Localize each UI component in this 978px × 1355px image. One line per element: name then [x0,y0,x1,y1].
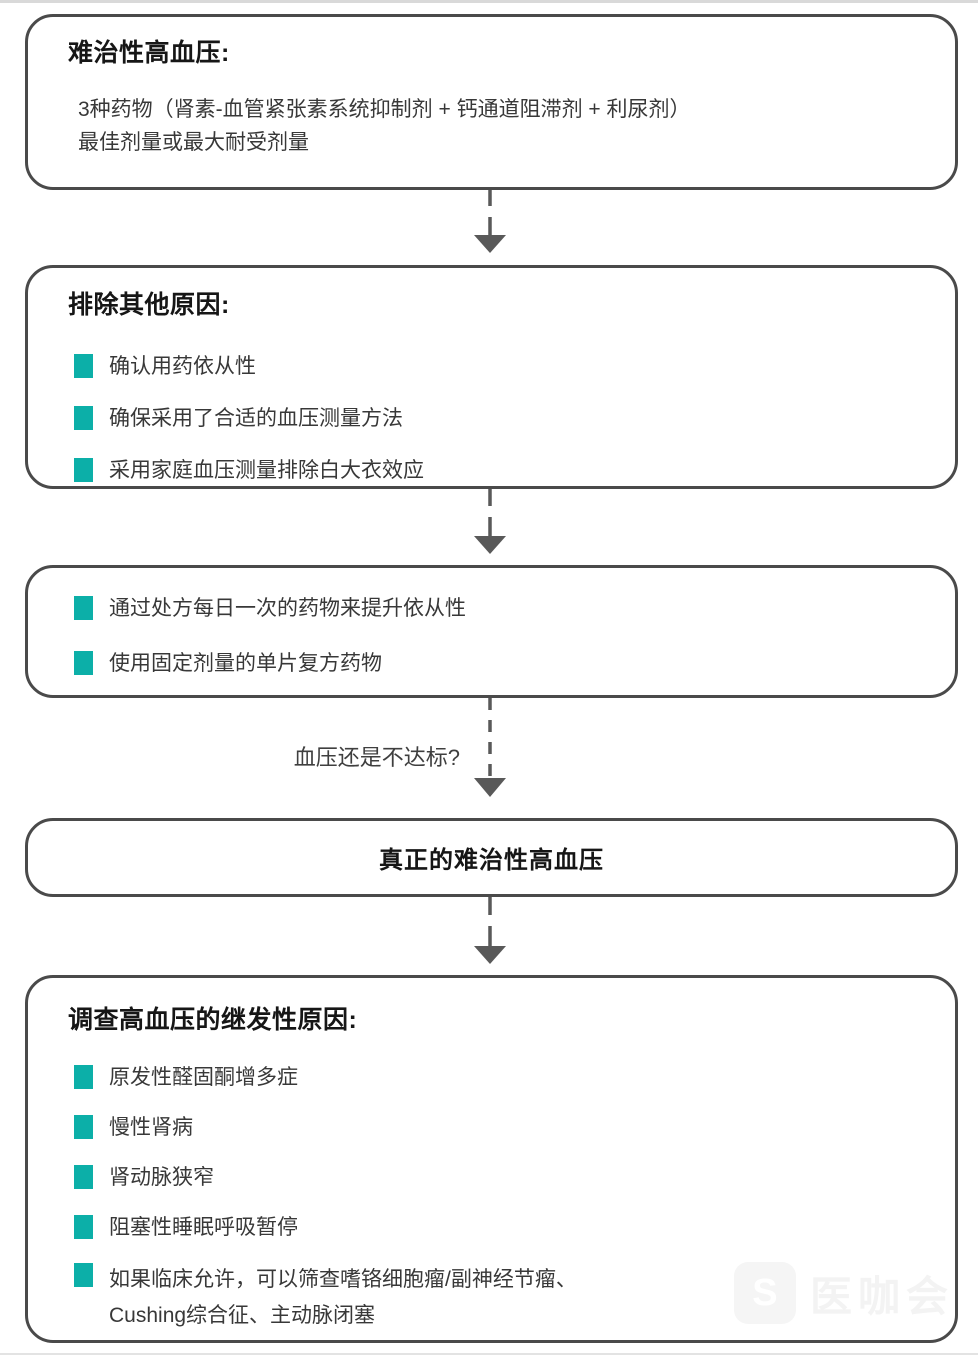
list-item-text: 原发性醛固酮增多症 [109,1066,298,1089]
list-item: 采用家庭血压测量排除白大衣效应 [56,457,927,484]
watermark-text: 医咖会 [809,1272,954,1320]
list-item: 确保采用了合适的血压测量方法 [56,405,927,432]
box-title: 排除其他原因: [68,291,230,319]
list-item: 如果临床允许，可以筛查嗜铬细胞瘤/副神经节瘤、 Cushing综合征、主动脉闭塞 [56,1262,927,1334]
list-item-text: 通过处方每日一次的药物来提升依从性 [109,597,466,620]
list-item-text: 采用家庭血压测量排除白大衣效应 [109,459,424,482]
bullet-square-icon [74,1263,93,1287]
box-title: 难治性高血压: [68,39,230,67]
decision-connector: 血压还是不达标? [0,698,978,818]
box-title: 真正的难治性高血压 [379,847,604,874]
flow-box-secondary-causes: 调查高血压的继发性原因: 原发性醛固酮增多症 慢性肾病 肾动脉狭窄 阻塞性睡眠呼… [25,975,958,1343]
bullet-square-icon [74,651,93,675]
list-item-text: 确保采用了合适的血压测量方法 [109,407,403,430]
bottom-edge-line [0,1353,978,1355]
medieco-logo-icon: S [733,1262,796,1324]
bullet-square-icon [74,458,93,482]
bullet-square-icon [74,596,93,620]
bullet-square-icon [74,1115,93,1139]
list-item-text: 使用固定剂量的单片复方药物 [109,652,382,675]
bullet-square-icon [74,354,93,378]
flow-box-resistant-hypertension-definition: 难治性高血压: 3种药物（肾素-血管紧张素系统抑制剂 + 钙通道阻滞剂 + 利尿… [25,14,958,190]
flow-box-true-resistant-hypertension: 真正的难治性高血压 [25,818,958,897]
list-item-text: 肾动脉狭窄 [109,1166,214,1189]
bullet-square-icon [74,1215,93,1239]
list-item-text: 如果临床允许，可以筛查嗜铬细胞瘤/副神经节瘤、 Cushing综合征、主动脉闭塞 [109,1268,577,1327]
list-item: 阻塞性睡眠呼吸暂停 [56,1214,927,1241]
box-text-line: 最佳剂量或最大耐受剂量 [78,131,309,154]
list-item: 使用固定剂量的单片复方药物 [56,650,927,677]
down-arrow-icon [474,897,506,964]
list-item: 确认用药依从性 [56,353,927,380]
list-item: 肾动脉狭窄 [56,1164,927,1191]
list-item: 通过处方每日一次的药物来提升依从性 [56,595,927,622]
flow-box-adherence-measures: 通过处方每日一次的药物来提升依从性 使用固定剂量的单片复方药物 [25,565,958,698]
list-item-text: 阻塞性睡眠呼吸暂停 [109,1216,298,1239]
list-item-text: 慢性肾病 [109,1116,193,1139]
top-edge-line [0,0,978,3]
list-item-text: 确认用药依从性 [109,355,256,378]
decision-label: 血压还是不达标? [293,745,460,770]
down-arrow-icon [474,489,506,554]
bullet-square-icon [74,406,93,430]
dashed-down-arrow-icon [474,698,506,797]
watermark: S 医咖会 [733,1262,954,1324]
list-item: 慢性肾病 [56,1114,927,1141]
box-title: 调查高血压的继发性原因: [68,1006,358,1034]
box-text-line: 3种药物（肾素-血管紧张素系统抑制剂 + 钙通道阻滞剂 + 利尿剂） [78,98,691,121]
list-item: 原发性醛固酮增多症 [56,1064,927,1091]
bullet-square-icon [74,1165,93,1189]
down-arrow-icon [474,190,506,253]
bullet-square-icon [74,1065,93,1089]
flow-box-exclude-other-causes: 排除其他原因: 确认用药依从性 确保采用了合适的血压测量方法 采用家庭血压测量排… [25,265,958,489]
